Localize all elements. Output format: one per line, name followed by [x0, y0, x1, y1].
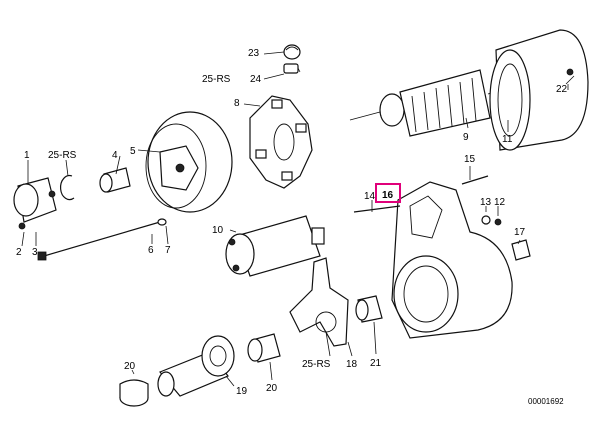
callout-21: 21: [370, 358, 382, 369]
callout-10: 10: [212, 225, 224, 236]
callout-4: 4: [112, 150, 118, 161]
callout-25-rs-b: 25-RS: [202, 74, 231, 85]
callout-22: 22: [556, 84, 568, 95]
callout-20-a: 20: [124, 361, 136, 372]
callout-16: 16: [382, 190, 394, 201]
callout-25-rs-a: 25-RS: [48, 150, 77, 161]
bushing-part: [99, 167, 131, 193]
bushing-20-upper-part: [247, 333, 281, 363]
callout-9: 9: [463, 132, 469, 143]
pinion-drive-part: [157, 335, 235, 397]
shift-fork-part: [289, 257, 349, 347]
callout-15: 15: [464, 154, 476, 165]
callout-1: 1: [24, 150, 30, 161]
leader-lines: [21, 51, 569, 387]
callout-5: 5: [130, 146, 136, 157]
solenoid-part: [225, 215, 325, 277]
callout-labels: 1 25-RS 2 3 4 5 6 7 8 9 10 11 12 13 14 1…: [16, 48, 568, 406]
circlip-part: [59, 174, 75, 201]
end-housing-part: [145, 111, 233, 213]
brush-clip-part: [283, 44, 301, 74]
callout-20-b: 20: [266, 383, 278, 394]
callout-13: 13: [480, 197, 492, 208]
callout-7: 7: [165, 245, 171, 256]
drawing-id: 00001692: [528, 397, 564, 406]
callout-12: 12: [494, 197, 506, 208]
callout-2: 2: [16, 247, 22, 258]
callout-8: 8: [234, 98, 240, 109]
callout-6: 6: [148, 245, 154, 256]
bearing-cover-part: [13, 177, 57, 230]
callout-11: 11: [502, 134, 513, 145]
pole-housing-part: [489, 29, 589, 151]
brush-plate-part: [249, 95, 313, 189]
callout-14: 14: [364, 191, 376, 202]
bushing-20-lower-part: [119, 379, 149, 407]
small-hardware: [353, 75, 575, 261]
callout-23: 23: [248, 48, 260, 59]
bushing-21-part: [355, 295, 383, 323]
armature-part: [349, 69, 501, 137]
callout-19: 19: [236, 386, 248, 397]
callout-18: 18: [346, 359, 358, 370]
callout-24: 24: [250, 74, 262, 85]
callout-17: 17: [514, 227, 526, 238]
through-bolt-part: [37, 218, 167, 261]
drive-housing-part: [391, 181, 513, 339]
callout-3: 3: [32, 247, 38, 258]
highlight-box-16: [375, 183, 401, 203]
callout-25-rs-c: 25-RS: [302, 359, 331, 370]
